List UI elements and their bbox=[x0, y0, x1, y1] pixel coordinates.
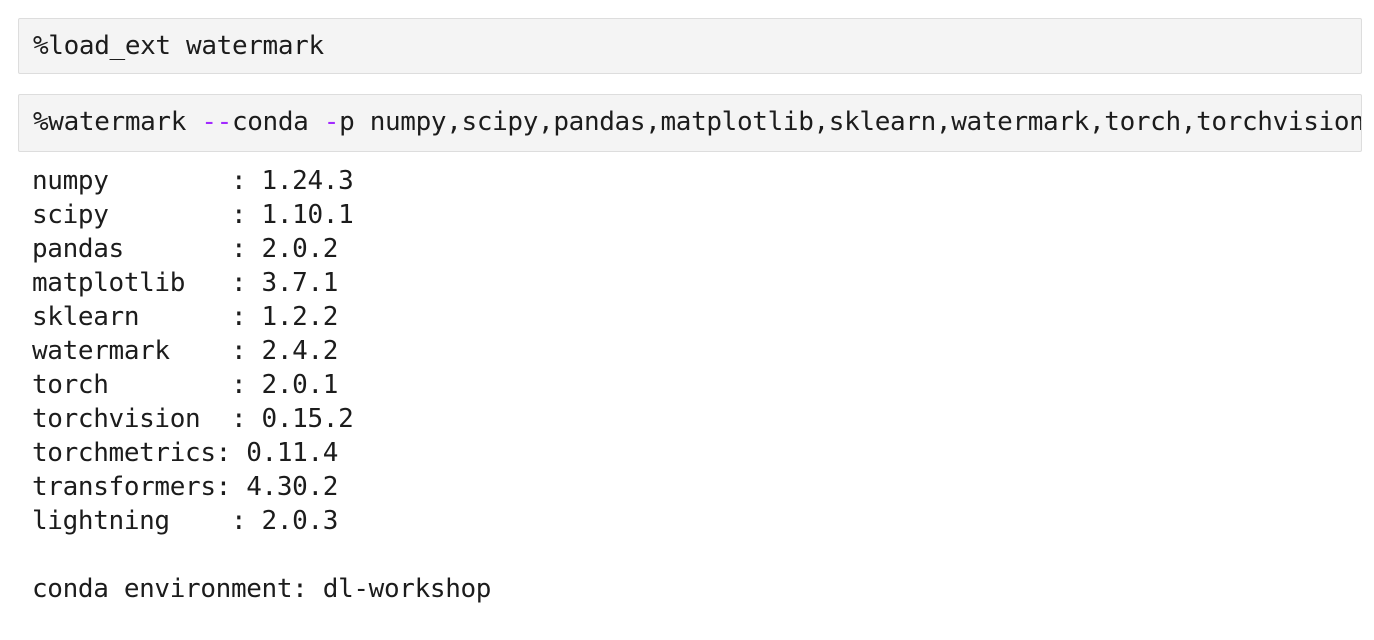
output-line: numpy : 1.24.3 bbox=[32, 166, 354, 196]
output-line: torch : 2.0.1 bbox=[32, 370, 339, 400]
flag-p-dash: - bbox=[323, 107, 340, 137]
output-line: transformers: 4.30.2 bbox=[32, 472, 339, 502]
output-line: matplotlib : 3.7.1 bbox=[32, 268, 339, 298]
output-line: scipy : 1.10.1 bbox=[32, 200, 354, 230]
output-line: pandas : 2.0.2 bbox=[32, 234, 339, 264]
output-line: lightning : 2.0.3 bbox=[32, 506, 339, 536]
flag-conda-name: conda bbox=[231, 107, 324, 137]
output-line: watermark : 2.4.2 bbox=[32, 336, 339, 366]
code-cell-watermark-source[interactable]: %watermark --conda -p numpy,scipy,pandas… bbox=[19, 95, 1361, 149]
output-line-blank bbox=[32, 538, 1362, 572]
magic-token: %watermark bbox=[33, 107, 202, 137]
package-list-argument: numpy,scipy,pandas,matplotlib,sklearn,wa… bbox=[369, 107, 1362, 137]
output-line: torchmetrics: 0.11.4 bbox=[32, 438, 339, 468]
output-line: torchvision : 0.15.2 bbox=[32, 404, 354, 434]
output-line: sklearn : 1.2.2 bbox=[32, 302, 339, 332]
code-cell-watermark[interactable]: %watermark --conda -p numpy,scipy,pandas… bbox=[18, 94, 1362, 152]
flag-p-name: p bbox=[339, 107, 370, 137]
code-cell-load-ext-source[interactable]: %load_ext watermark bbox=[33, 31, 324, 61]
code-cell-load-ext[interactable]: %load_ext watermark bbox=[18, 18, 1362, 74]
flag-conda-dashes: -- bbox=[201, 107, 232, 137]
cell-output-stream: numpy : 1.24.3 scipy : 1.10.1 pandas : 2… bbox=[32, 164, 1362, 606]
output-line-conda-environment: conda environment: dl-workshop bbox=[32, 574, 492, 604]
